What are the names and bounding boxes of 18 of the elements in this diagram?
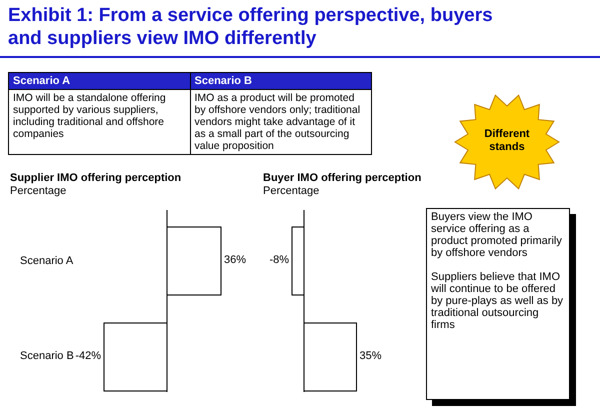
paragraph: Buyers view the IMO service offering as a product promoted primarily by offshore vendors bbox=[431, 211, 563, 259]
chart-title: Buyer IMO offering perception bbox=[263, 172, 422, 184]
category-label: Scenario A bbox=[20, 255, 74, 267]
value-label: -8% bbox=[269, 254, 289, 266]
axis-label: Percentage bbox=[10, 185, 66, 197]
table-cell: IMO as a product will be promoted by offshore vendors only; traditional vendors might take advantage of it as a small part of the outsourcing value proposition bbox=[190, 90, 372, 154]
column-header: Scenario B bbox=[190, 72, 372, 90]
value-label: 36% bbox=[224, 254, 246, 266]
axis-label: Percentage bbox=[263, 185, 320, 197]
slide-title: Exhibit 1: From a service offering perspective, buyers and suppliers view IMO differently bbox=[8, 4, 494, 50]
paragraph: Suppliers believe that IMO will continue to be offered by pure-plays as well as by traditional outsourcing firms bbox=[431, 271, 564, 331]
starburst-text: Different stands bbox=[483, 128, 531, 154]
value-label: -42% bbox=[75, 350, 101, 362]
value-label: 35% bbox=[360, 350, 382, 362]
chart-title: Supplier IMO offering perception bbox=[10, 172, 182, 184]
table-cell: IMO will be a standalone offering supported by various suppliers, including traditional and offshore companies bbox=[8, 90, 190, 154]
column-header: Scenario A bbox=[8, 72, 190, 90]
category-label: Scenario B bbox=[20, 350, 74, 362]
